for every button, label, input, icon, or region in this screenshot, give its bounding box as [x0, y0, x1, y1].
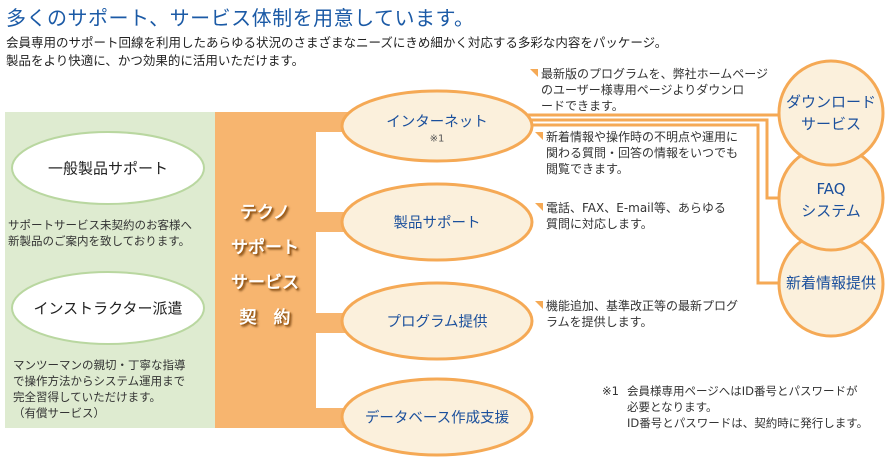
note-faq-3: 閲覧できます。 — [546, 162, 629, 176]
service-internet-label: インターネット — [386, 114, 488, 131]
support-ellipse — [340, 182, 534, 262]
page-title: 多くのサポート、サービス体制を用意しています。 — [6, 6, 475, 30]
service-support-label: 製品サポート — [393, 215, 481, 232]
note-download-3: ードできます。 — [541, 99, 624, 113]
note-program-2: ラムを提供します。 — [546, 315, 653, 329]
instructor-label: インストラクター派遣 — [33, 299, 183, 318]
news-label: 新着情報提供 — [785, 274, 877, 292]
contract-block — [215, 112, 316, 428]
note-faq-2: 関わる質問・回答の情報をいつでも — [546, 146, 739, 160]
note-download-1: 最新版のプログラムを、弊社ホームページ — [541, 67, 769, 81]
note-support-1: 電話、FAX、E-mail等、あらゆる — [546, 201, 726, 215]
general-support-ellipse — [11, 131, 205, 205]
faq-label-2: システム — [801, 202, 861, 220]
database-ellipse — [340, 377, 534, 457]
download-circle — [777, 59, 885, 167]
service-program-label: プログラム提供 — [386, 314, 488, 331]
download-label-2: サービス — [800, 115, 862, 133]
instructor-ellipse — [11, 271, 205, 345]
note-faq-1: 新着情報や操作時の不明点や運用に — [546, 130, 739, 144]
pointer-icon — [535, 301, 543, 309]
contract-label: テクノ サポート サービス 契 約 — [231, 203, 299, 328]
pointer-icon — [535, 203, 543, 211]
instructor-desc-3: 完全習得していただけます。 — [13, 390, 162, 404]
general-support-desc-2: 新製品のご案内を致しております。 — [8, 234, 191, 248]
note-support-2: 質問に対応します。 — [546, 217, 653, 231]
footnote-line-2: 必要となります。 — [627, 400, 718, 414]
internet-ellipse — [340, 89, 534, 163]
pointer-icon — [535, 132, 543, 140]
intro-line-1: 会員専用のサポート回線を利用したあらゆる状況のさまざまなニーズにきめ細かく対応す… — [6, 35, 668, 50]
service-database-label: データベース作成支援 — [364, 410, 510, 427]
program-ellipse — [340, 281, 534, 361]
instructor-desc-1: マンツーマンの親切・丁寧な指導 — [13, 358, 186, 372]
note-download-2: のユーザー様専用ページよりダウンロ — [541, 83, 745, 97]
general-support-label: 一般製品サポート — [47, 159, 169, 178]
intro-line-2: 製品をより快適に、かつ効果的に活用いただけます。 — [6, 53, 305, 68]
connector-news — [525, 123, 785, 285]
download-label-1: ダウンロード — [785, 93, 877, 111]
footnote-line-1: 会員様専用ページへはID番号とパスワードが — [627, 384, 858, 398]
connector-faq — [525, 118, 785, 200]
note-program-1: 機能追加、基準改正等の最新プログ — [546, 299, 739, 313]
service-internet-mark: ※1 — [429, 133, 445, 145]
general-support-desc-1: サポートサービス未契約のお客様へ — [8, 218, 192, 232]
footnote-line-3: ID番号とパスワードは、契約時に発行します。 — [627, 416, 869, 430]
faq-label-1: FAQ — [816, 180, 846, 198]
footnote-mark: ※1 — [602, 384, 619, 398]
instructor-desc-4: （有償サービス） — [13, 406, 105, 420]
pointer-icon — [530, 69, 538, 77]
instructor-desc-2: で操作方法からシステム運用まで — [13, 374, 186, 388]
